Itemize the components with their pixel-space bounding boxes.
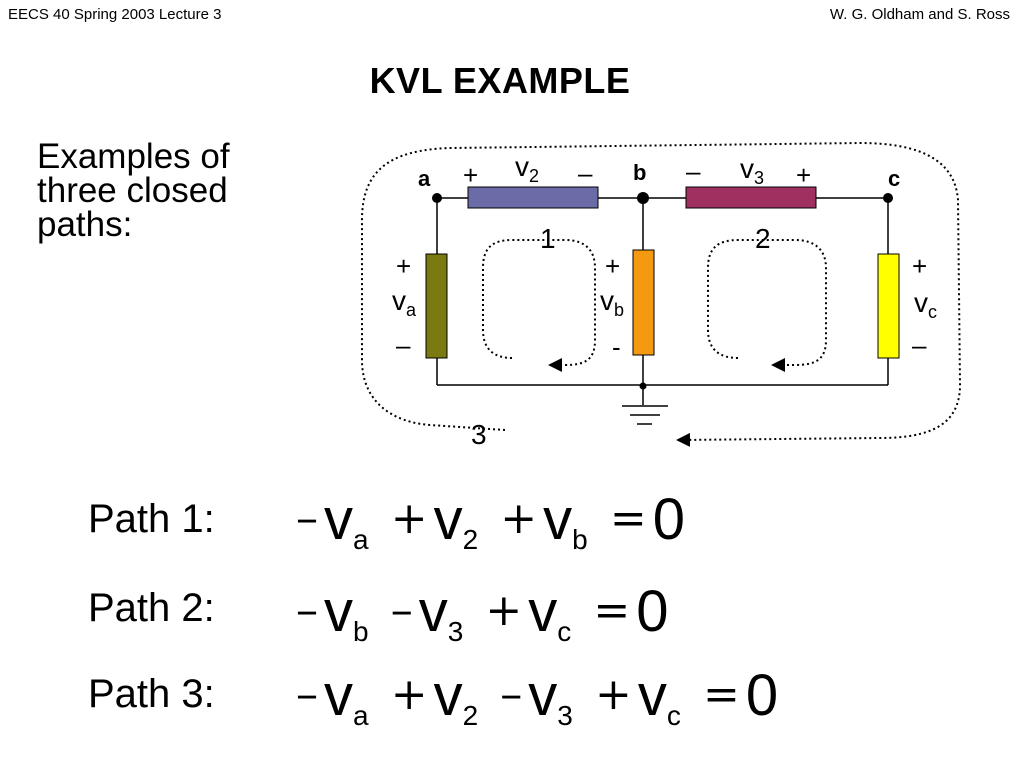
path-3-rhs: 0 [745, 663, 779, 728]
loop-number-2: 2 [755, 223, 771, 254]
path-2-var-3: v [528, 579, 558, 644]
path-1-op-2: + [390, 493, 428, 544]
resistor-b [632, 249, 655, 356]
path-3-op-4: + [594, 669, 632, 720]
ground-node-dot [639, 382, 647, 390]
header-left: EECS 40 Spring 2003 Lecture 3 [8, 6, 222, 23]
path-1-sub-1: a [353, 524, 369, 555]
path-2-op-1: – [296, 585, 318, 636]
v2-sub: 2 [529, 166, 539, 186]
v3-plus-sign: + [796, 160, 811, 190]
path-3-var-1: v [324, 663, 353, 728]
path-1-equation: –va +v2 +vb =0 [290, 486, 685, 556]
loop-number-3: 3 [471, 419, 487, 450]
vc-sub: c [928, 302, 937, 322]
loop-path-3 [361, 141, 962, 447]
path-1-op-1: – [296, 493, 318, 544]
path-3-sub-2: 2 [462, 700, 479, 731]
path-3-op-2: + [390, 669, 428, 720]
path-1-sub-3: b [572, 524, 588, 555]
vb-sub: b [614, 300, 624, 320]
v3-label: v3 [740, 153, 764, 188]
path-2-sub-2: 3 [447, 616, 464, 647]
path-1-var-1: v [324, 487, 353, 552]
path-3-equals: = [702, 669, 740, 720]
vb-minus-sign: - [612, 332, 621, 362]
path-2-op-3: + [485, 585, 523, 636]
path-2-equation: –vb –v3 +vc =0 [290, 578, 669, 648]
path-2-label: Path 2: [88, 586, 215, 630]
resistor-a [425, 253, 448, 359]
v2-minus-sign: – [578, 158, 593, 188]
path-3-label: Path 3: [88, 672, 215, 716]
circuit-diagram: a b c + v2 – – v3 + + va – + vb - + vc –… [361, 141, 962, 450]
node-c-dot [883, 193, 893, 203]
resistor-3 [685, 186, 817, 209]
path-1-var-3: v [543, 487, 573, 552]
v3-sub: 3 [754, 168, 764, 188]
path-3-op-3: – [500, 669, 523, 720]
intro-text: Examples of three closed paths: [37, 137, 230, 244]
path-3-equation: –va +v2 –v3 +vc =0 [290, 662, 778, 732]
node-b-dot [637, 192, 649, 204]
path-2-op-2: – [390, 585, 413, 636]
path-1-label: Path 1: [88, 497, 215, 541]
vb-main: v [600, 285, 614, 316]
vb-label: vb [600, 285, 624, 320]
header-right: W. G. Oldham and S. Ross [829, 6, 1010, 23]
node-a-dot [432, 193, 442, 203]
path-3-var-2: v [433, 663, 463, 728]
loop-path-2 [707, 239, 827, 372]
va-sub: a [406, 300, 417, 320]
va-main: v [392, 285, 406, 316]
vc-plus-sign: + [912, 251, 927, 281]
vc-main: v [914, 287, 928, 318]
path-1-op-3: + [500, 493, 538, 544]
v3-main: v [740, 153, 754, 184]
v3-minus-sign: – [686, 156, 701, 186]
vc-minus-sign: – [912, 330, 927, 360]
path-2-var-1: v [324, 579, 353, 644]
node-b-label: b [633, 160, 646, 185]
resistor-c [877, 253, 900, 359]
v2-plus-sign: + [463, 160, 478, 190]
path-2-var-2: v [418, 579, 448, 644]
path-1-rhs: 0 [652, 487, 685, 552]
path-2-equals: = [593, 585, 631, 636]
v2-label: v2 [515, 151, 539, 186]
v2-main: v [515, 151, 529, 182]
va-minus-sign: – [396, 330, 411, 360]
loop-path-1 [482, 239, 596, 372]
slide-title: KVL EXAMPLE [369, 60, 631, 101]
path-1-var-2: v [433, 487, 463, 552]
path-1-equals: = [609, 493, 647, 544]
path-2-sub-3: c [557, 616, 572, 647]
path-3-sub-1: a [353, 700, 369, 731]
circuit-wires [436, 197, 889, 405]
vb-plus-sign: + [605, 251, 620, 281]
loop-number-1: 1 [540, 223, 556, 254]
path-2-rhs: 0 [636, 579, 669, 644]
ground-symbol [622, 405, 668, 425]
path-2-sub-1: b [353, 616, 369, 647]
path-3-var-3: v [528, 663, 558, 728]
node-c-label: c [888, 166, 900, 191]
path-3-var-4: v [637, 663, 667, 728]
va-label: va [392, 285, 417, 320]
path-1-sub-2: 2 [462, 524, 479, 555]
resistor-2 [467, 186, 599, 209]
node-a-label: a [418, 166, 431, 191]
va-plus-sign: + [396, 251, 411, 281]
path-3-sub-4: c [666, 700, 681, 731]
path-3-sub-3: 3 [557, 700, 573, 731]
vc-label: vc [914, 287, 937, 322]
path-3-op-1: – [296, 669, 318, 720]
